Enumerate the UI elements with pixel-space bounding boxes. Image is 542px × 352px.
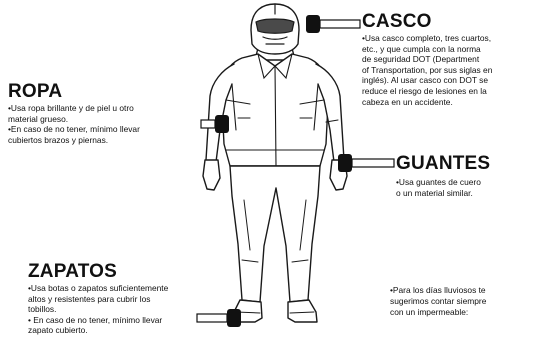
zapatos-line: zapato cubierto. (28, 325, 88, 336)
rain-note: •Para los días lluviosos te sugerimos co… (390, 285, 535, 318)
casco-line: etc., y que cumpla con la norma (362, 43, 481, 54)
zapatos-description: •Usa botas o zapatos suficientemente alt… (28, 283, 213, 336)
guantes-pointer-icon (338, 154, 395, 172)
rain-note-line: sugerimos contar siempre (390, 296, 487, 306)
zapatos-line: altos y resistentes para cubrir los (28, 293, 151, 304)
rain-note-line: con un impermeable: (390, 307, 469, 317)
casco-title: CASCO (362, 11, 432, 32)
ropa-line: •En caso de no tener, mínimo llevar (8, 124, 140, 135)
casco-description: •Usa casco completo, tres cuartos, etc.,… (362, 33, 537, 107)
casco-section: CASCO •Usa casco completo, tres cuartos,… (362, 12, 537, 107)
zapatos-line: • En caso de no tener, mínimo llevar (28, 314, 163, 325)
zapatos-line: tobillos. (28, 304, 57, 315)
ropa-title: ROPA (8, 81, 63, 102)
ropa-line: cubiertos brazos y piernas. (8, 134, 109, 145)
casco-line: reduce el riesgo de lesiones en la (362, 85, 487, 96)
guantes-line: •Usa guantes de cuero (396, 177, 481, 187)
casco-pointer-icon (306, 15, 361, 33)
guantes-description: •Usa guantes de cuero o un material simi… (396, 177, 536, 198)
zapatos-title: ZAPATOS (28, 261, 118, 282)
guantes-line: o un material similar. (396, 187, 473, 198)
rain-note-line: •Para los días lluviosos te (390, 285, 486, 295)
guantes-title: GUANTES (396, 153, 491, 174)
ropa-line: •Usa ropa brillante y de piel u otro (8, 103, 134, 113)
casco-line: inglés). Al usar casco con DOT se (362, 75, 488, 86)
ropa-section: ROPA •Usa ropa brillante y de piel u otr… (8, 82, 188, 145)
zapatos-pointer-icon (196, 309, 241, 327)
casco-line: •Usa casco completo, tres cuartos, (362, 33, 492, 43)
zapatos-line: •Usa botas o zapatos suficientemente (28, 283, 169, 293)
casco-line: of Transportation, por sus siglas en (362, 64, 493, 75)
ropa-description: •Usa ropa brillante y de piel u otro mat… (8, 103, 188, 145)
zapatos-section: ZAPATOS •Usa botas o zapatos suficientem… (28, 262, 213, 336)
ropa-pointer-icon (200, 115, 229, 133)
casco-line: cabeza en un accidente. (362, 96, 453, 107)
rain-note-text: •Para los días lluviosos te sugerimos co… (390, 285, 535, 318)
ropa-line: material grueso. (8, 113, 69, 124)
casco-line: de seguridad DOT (Department (362, 54, 480, 65)
guantes-section: GUANTES •Usa guantes de cuero o un mater… (396, 154, 536, 198)
